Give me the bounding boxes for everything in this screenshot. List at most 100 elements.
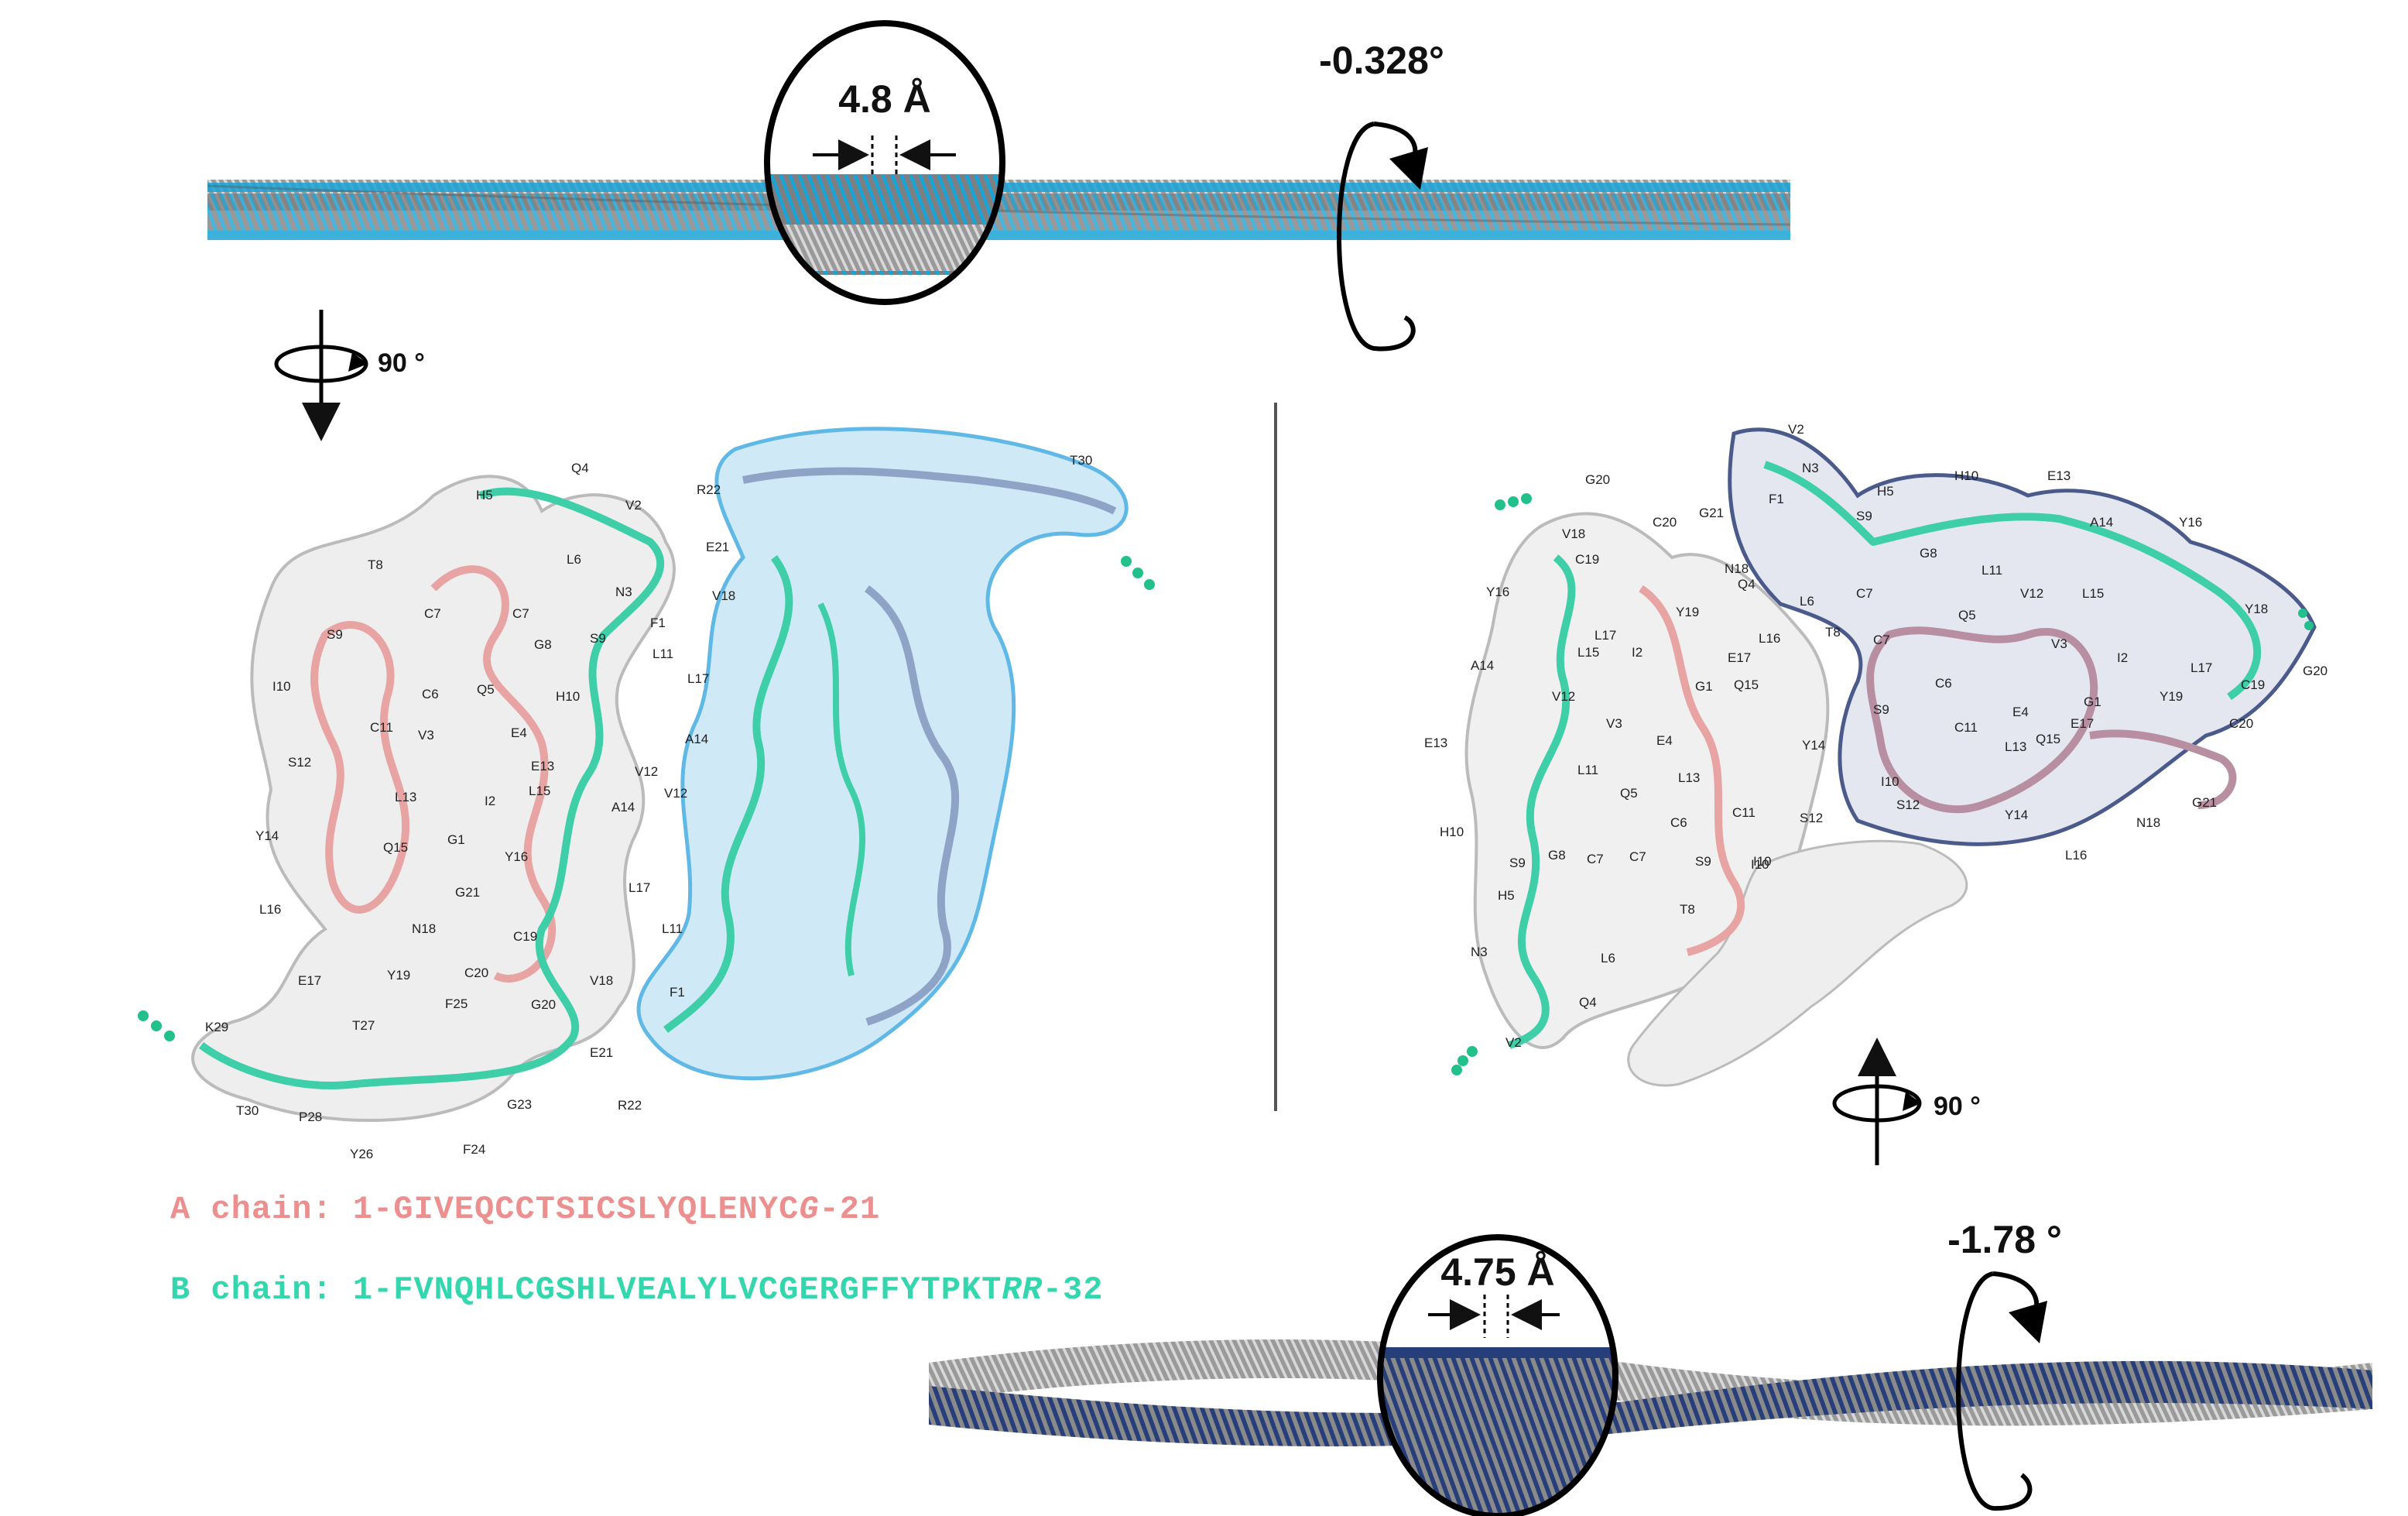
residue-label: C7 [1587,852,1604,866]
residue-label: E17 [2071,716,2094,731]
residue-label: L11 [1577,763,1598,777]
residue-label: Q5 [1958,608,1976,623]
residue-label: Q5 [1620,786,1638,801]
residue-label: C20 [464,966,488,980]
residue-label: T30 [236,1103,259,1118]
residue-label: C6 [1670,815,1687,830]
residue-label: C11 [370,720,393,735]
residue-label: E13 [1424,736,1447,750]
residue-label: C7 [1873,633,1890,647]
residue-label: V18 [1562,526,1585,541]
residue-label: Y19 [387,968,410,983]
residue-label: E4 [2012,705,2029,719]
residue-label: N18 [412,921,436,936]
residue-label: A14 [611,800,635,815]
residue-label: E4 [511,725,527,740]
residue-label: V3 [1606,716,1622,731]
residue-label: L11 [1982,563,2002,578]
residue-label: A14 [1471,658,1494,673]
top-twist-rotation-icon [1337,122,1428,352]
residue-label: S9 [327,627,343,642]
residue-label: Q15 [383,840,408,855]
residue-label: C19 [2241,677,2265,692]
left-rotation-icon [274,310,368,441]
a-chain-sequence: A chain: 1-GIVEQCCTSICSLYQLENYCG-21 [170,1191,881,1228]
residue-label: L16 [259,902,281,917]
residue-label: G20 [531,997,556,1012]
left-residue-labels: Q4 H5 V2 N3 F1 T8 C7 L6 C7 G8 S9 S9 I10 … [205,453,1092,1161]
residue-label: C11 [1732,805,1755,820]
residue-label: C6 [1935,676,1952,691]
residue-label: H5 [1877,484,1894,499]
residue-label: V3 [2051,636,2067,651]
residue-label: L17 [1594,628,1616,643]
residue-label: N3 [1802,461,1819,475]
residue-label: L6 [567,552,581,567]
residue-label: L17 [629,880,650,895]
residue-label: R22 [618,1098,642,1113]
residue-label: Y14 [2005,808,2028,822]
residue-label: Y19 [1676,605,1699,619]
residue-label: H5 [1498,888,1515,903]
residue-label: G23 [507,1097,532,1112]
residue-label: N18 [2136,815,2160,830]
residue-label: S9 [1873,702,1889,717]
residue-label: L16 [1759,631,1780,646]
residue-label: S9 [1856,509,1872,523]
residue-label: T8 [1825,625,1841,640]
residue-label: C7 [1629,849,1646,864]
right-rotation-icon [1832,1038,1922,1165]
residue-label: A14 [2090,515,2113,530]
residue-label: E21 [590,1045,613,1060]
b-chain-sequence: B chain: 1-FVNQHLCGSHLVEALYLVCGERGFFYTPK… [170,1271,1104,1308]
residue-label: I10 [1881,774,1899,789]
residue-label: L15 [2082,586,2104,601]
top-twist-label: -0.328° [1319,39,1444,82]
residue-label: L15 [1577,645,1599,660]
residue-label: Q4 [1738,577,1755,592]
residue-label: Y16 [1486,585,1509,599]
residue-label: E13 [2047,468,2071,483]
residue-label: L17 [2190,660,2212,675]
residue-label: V2 [1505,1035,1522,1050]
top-zoom-ellipse [764,20,1005,305]
residue-label: E17 [298,973,321,988]
residue-label: G21 [1699,506,1724,520]
residue-label: V3 [418,728,434,743]
residue-label: V12 [635,764,658,779]
residue-label: G1 [1695,679,1713,694]
residue-label: V18 [712,588,735,603]
residue-label: L13 [2005,739,2026,754]
residue-label: I10 [1753,854,1772,869]
residue-label: T8 [368,557,383,572]
residue-label: N3 [615,585,632,599]
residue-label: S12 [288,755,311,770]
residue-label: C19 [513,929,537,944]
residue-label: I2 [485,794,495,808]
residue-label: C6 [422,687,439,701]
residue-label: C11 [1954,720,1978,735]
residue-label: V12 [1552,689,1575,704]
residue-label: A14 [685,732,708,746]
residue-label: C7 [1856,586,1873,601]
residue-label: C7 [424,606,441,621]
residue-label: H10 [1440,825,1464,839]
residue-label: G1 [2084,695,2101,709]
residue-label: K29 [205,1020,228,1034]
residue-label: Q4 [571,461,589,475]
residue-label: I2 [2117,650,2128,665]
residue-label: L15 [529,784,550,798]
bottom-fibril [929,1339,2372,1447]
residue-label: S9 [590,631,606,646]
residue-label: S12 [1800,811,1823,825]
residue-label: I10 [272,679,291,694]
residue-label: Y16 [505,849,528,864]
residue-label: S12 [1896,797,1920,812]
top-spacing-label: 4.8 Å [838,77,931,121]
residue-label: G1 [447,832,465,847]
residue-label: V12 [664,786,687,801]
residue-label: G8 [1920,546,1937,561]
residue-label: T30 [1070,453,1092,468]
residue-label: P28 [299,1110,322,1124]
